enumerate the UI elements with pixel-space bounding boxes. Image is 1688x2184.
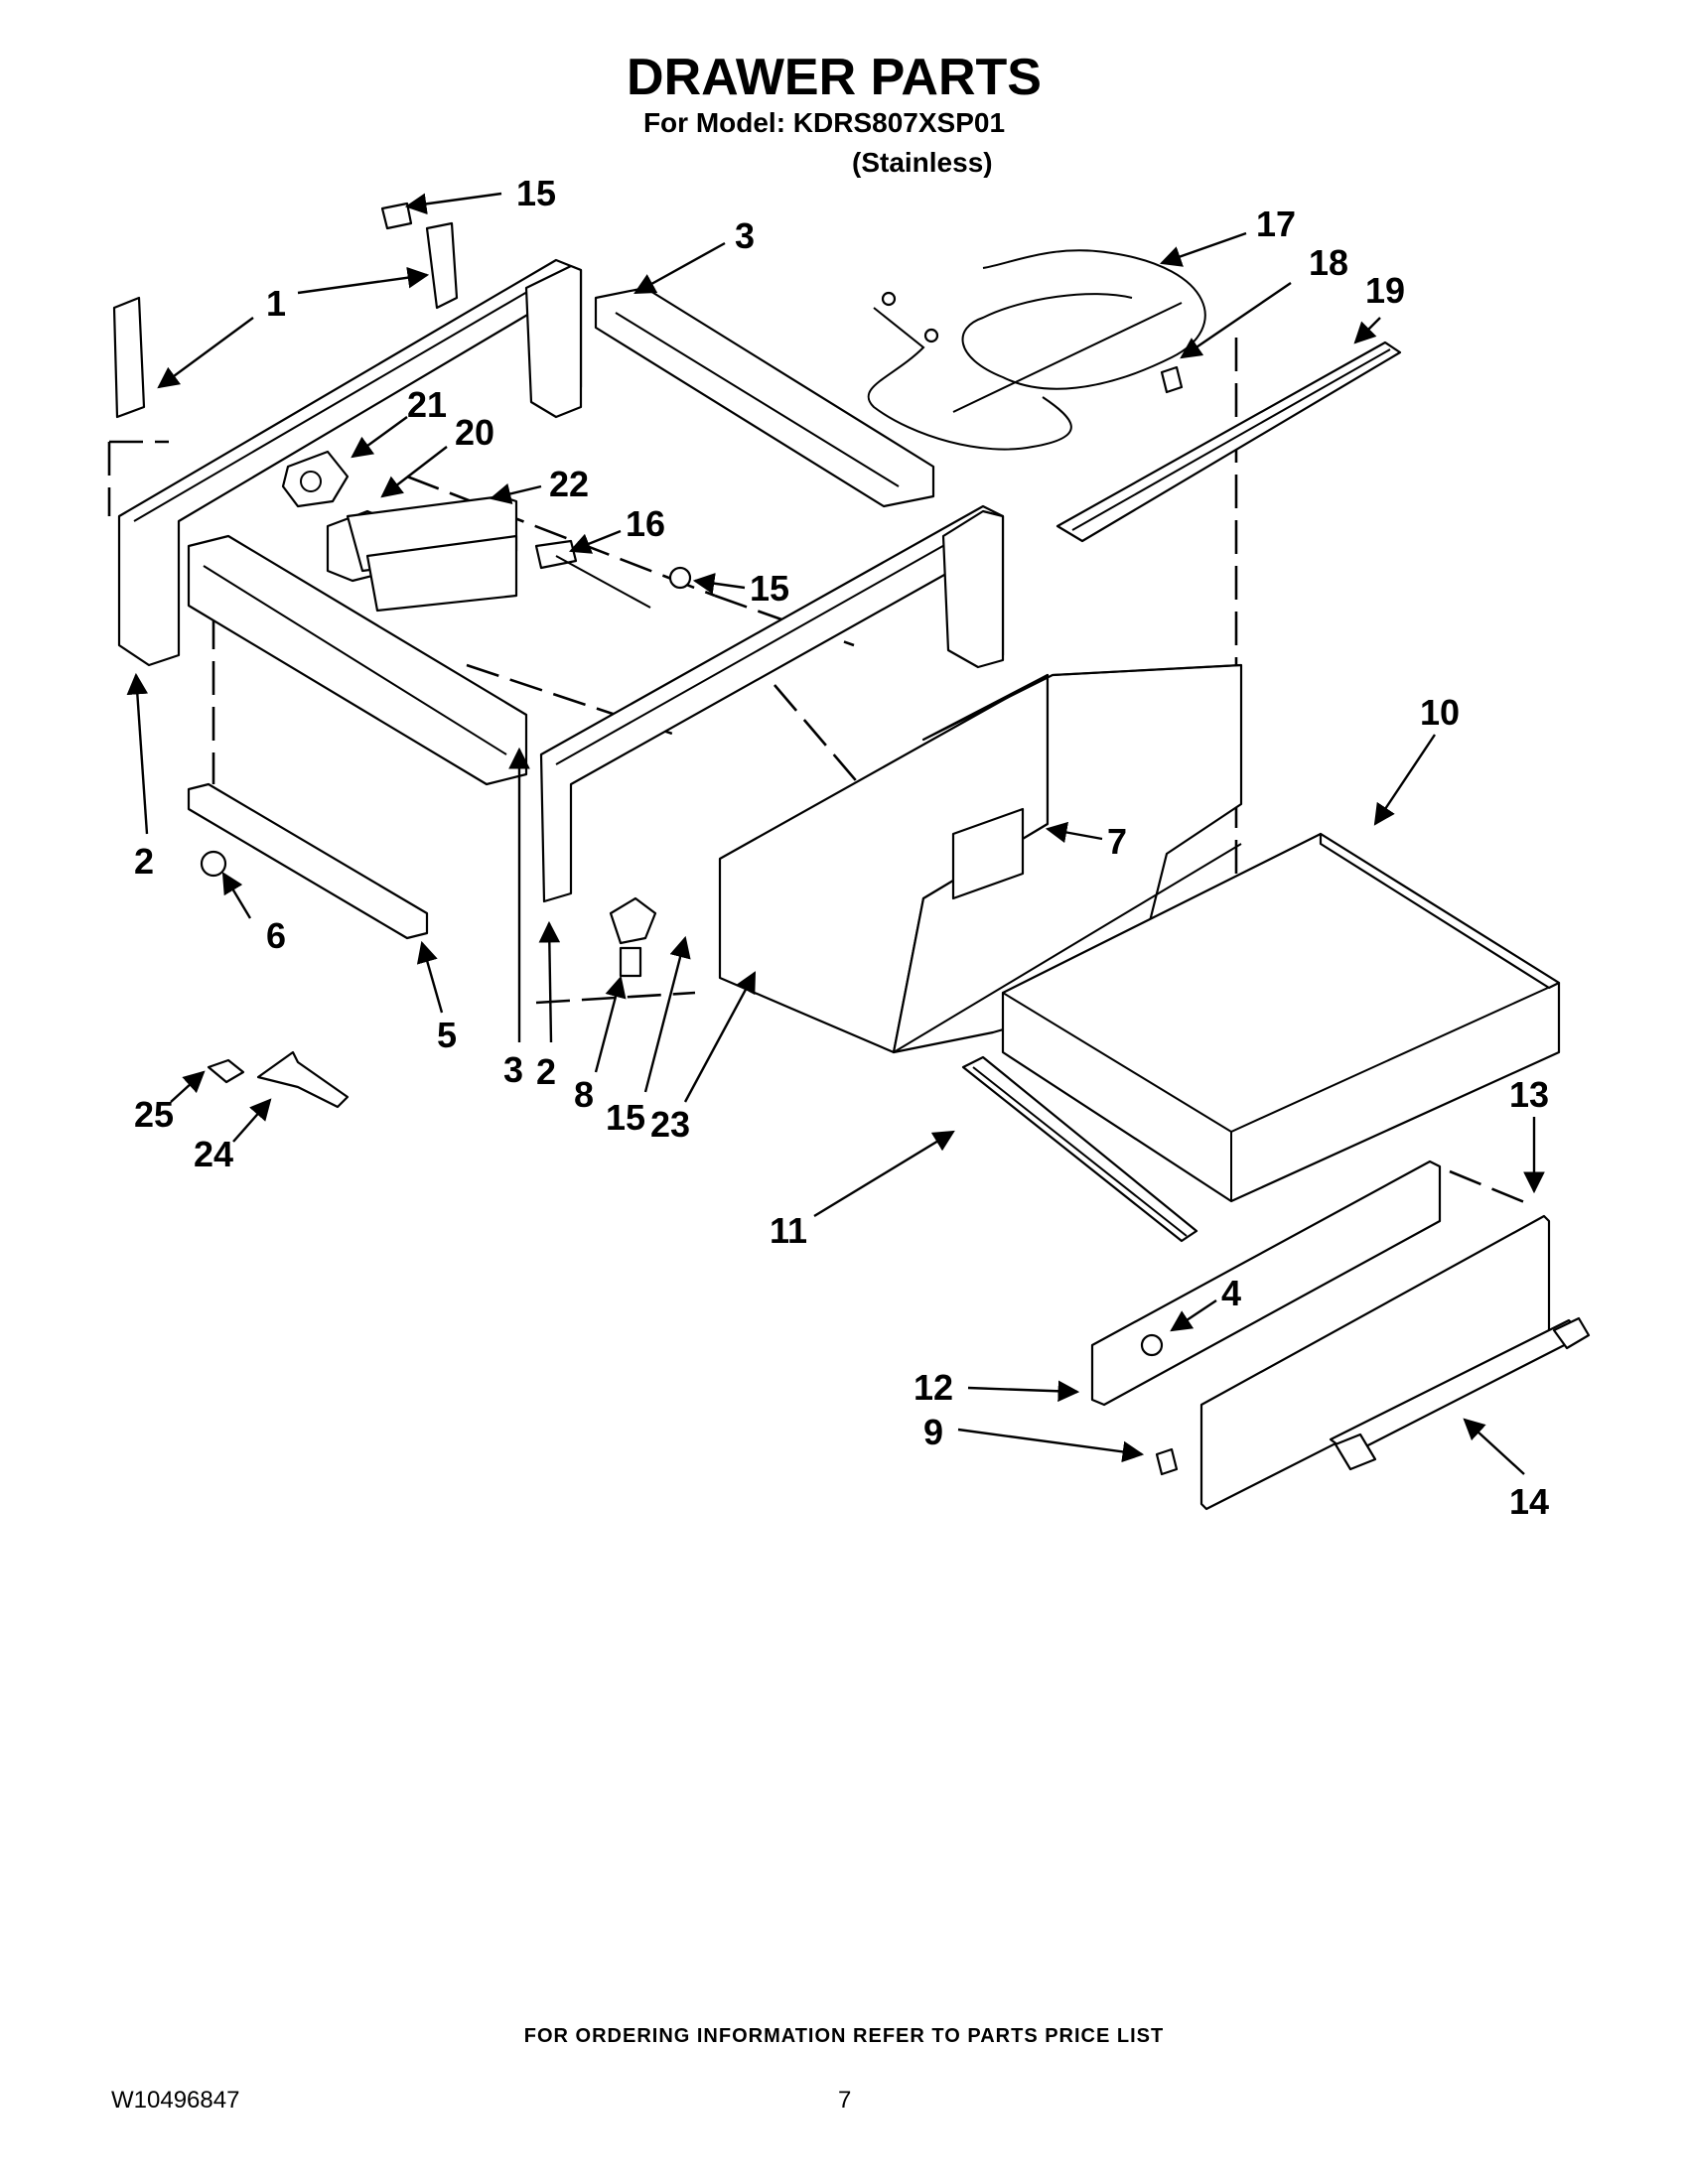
callout-24: 24 bbox=[194, 1134, 233, 1174]
callout-2-left: 2 bbox=[134, 841, 154, 882]
callout-5: 5 bbox=[437, 1015, 457, 1055]
exploded-parts-diagram: 15 1 3 17 18 19 21 20 22 16 15 2 6 5 3 2… bbox=[107, 173, 1591, 1522]
callout-13: 13 bbox=[1509, 1074, 1549, 1115]
frame-assembly bbox=[112, 221, 1005, 903]
callout-16: 16 bbox=[626, 503, 665, 544]
callout-3-bottom: 3 bbox=[503, 1049, 523, 1090]
callout-20: 20 bbox=[455, 412, 494, 453]
model-variant: (Stainless) bbox=[852, 147, 993, 178]
callout-15-top: 15 bbox=[516, 173, 556, 213]
document-id: W10496847 bbox=[111, 2087, 240, 2114]
callout-7: 7 bbox=[1107, 821, 1127, 862]
callout-15-mid: 15 bbox=[750, 568, 789, 609]
callout-labels: 15 1 3 17 18 19 21 20 22 16 15 2 6 5 3 2… bbox=[134, 173, 1549, 1522]
drawer-slide bbox=[961, 1055, 1198, 1243]
callout-15-bottom: 15 bbox=[606, 1097, 645, 1138]
callout-1: 1 bbox=[266, 283, 286, 324]
leader-arrows bbox=[126, 192, 1545, 1475]
callout-17: 17 bbox=[1256, 204, 1296, 244]
valve-parts bbox=[281, 450, 692, 613]
trim-strip bbox=[1055, 341, 1402, 543]
page-number: 7 bbox=[838, 2087, 852, 2114]
ordering-note: FOR ORDERING INFORMATION REFER TO PARTS … bbox=[523, 2025, 1165, 2047]
callout-12: 12 bbox=[914, 1367, 953, 1408]
callout-21: 21 bbox=[407, 384, 447, 425]
drawer-liner bbox=[718, 663, 1243, 1054]
callout-19: 19 bbox=[1365, 270, 1405, 311]
callout-4: 4 bbox=[1221, 1273, 1241, 1313]
callout-6: 6 bbox=[266, 915, 286, 956]
callout-10: 10 bbox=[1420, 692, 1460, 733]
callout-9: 9 bbox=[923, 1412, 943, 1452]
callout-3-top: 3 bbox=[735, 215, 755, 256]
drawer-handle bbox=[1329, 1316, 1591, 1471]
callout-8: 8 bbox=[574, 1074, 594, 1115]
callout-23: 23 bbox=[650, 1104, 690, 1145]
bake-element bbox=[867, 249, 1206, 451]
page-title: DRAWER PARTS bbox=[627, 49, 1042, 106]
callout-14: 14 bbox=[1509, 1481, 1549, 1522]
model-line: For Model: KDRS807XSP01 bbox=[642, 107, 1006, 138]
small-parts bbox=[187, 202, 1184, 1476]
callout-25: 25 bbox=[134, 1094, 174, 1135]
callout-2-bottom: 2 bbox=[536, 1051, 556, 1092]
callout-11: 11 bbox=[770, 1210, 807, 1251]
callout-22: 22 bbox=[549, 464, 589, 504]
drawer-box bbox=[1001, 832, 1561, 1203]
callout-18: 18 bbox=[1309, 242, 1348, 283]
